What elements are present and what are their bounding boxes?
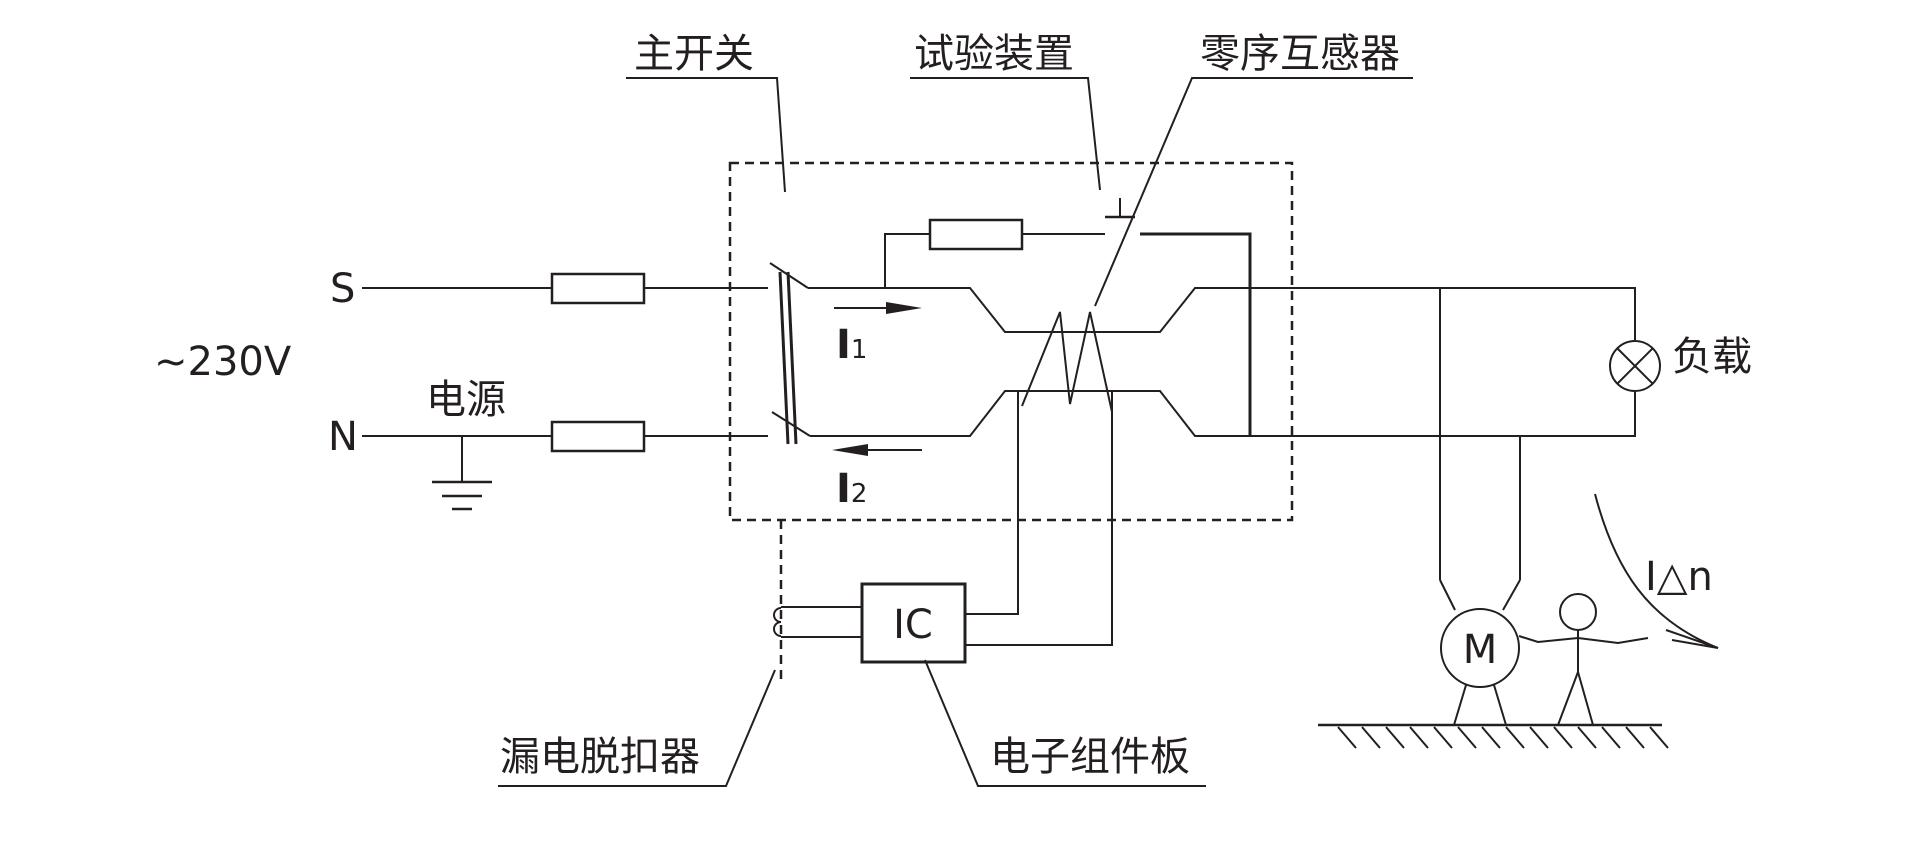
neutral-conductor [810, 390, 1440, 437]
label-voltage: ~230V [154, 339, 292, 385]
rcd-enclosure [728, 161, 1294, 522]
ct-winding [1021, 311, 1113, 413]
leakage-current-arrow [1594, 493, 1719, 649]
fuse-s [550, 272, 646, 305]
label-load: 负载 [1672, 334, 1752, 380]
leader-test-device [910, 77, 1101, 191]
current-arrow-i2 [832, 444, 922, 456]
leader-electronic-board [924, 659, 1206, 787]
leakage-release-coil [773, 520, 862, 682]
test-device-circuit [884, 198, 1252, 436]
neutral-line [362, 420, 768, 453]
ic-lead-bottom [965, 392, 1113, 646]
ground-icon [432, 436, 492, 511]
lamp-icon [1609, 340, 1661, 392]
label-motor: M [1463, 627, 1498, 673]
load-wiring [1439, 287, 1636, 611]
label-leakage-release: 漏电脱扣器 [500, 734, 700, 780]
label-main-switch: 主开关 [634, 31, 754, 77]
label-ic: IC [893, 602, 933, 648]
fuse-n [550, 420, 646, 453]
ic-box [860, 582, 967, 664]
leader-leakage-release [498, 669, 776, 787]
main-switch-contacts [769, 262, 811, 445]
label-test-device: 试验装置 [914, 31, 1074, 77]
label-electronic-board: 电子组件板 [990, 734, 1190, 780]
current-arrow-i1 [834, 302, 922, 314]
label-current-i1: I1 [836, 322, 867, 368]
label-power-source: 电源 [426, 377, 506, 423]
label-leakage-current: I△n [1645, 554, 1713, 600]
label-neutral: N [328, 414, 358, 460]
leader-main-switch [626, 77, 786, 193]
test-resistor [928, 218, 1024, 251]
person-figure [1518, 593, 1649, 726]
phase-line [362, 272, 768, 305]
phase-conductor [808, 287, 1440, 333]
label-zero-seq-ct: 零序互感器 [1200, 31, 1400, 77]
label-current-i2: I2 [836, 466, 867, 512]
earth-ground [1318, 723, 1669, 749]
motor-symbol [1440, 608, 1520, 726]
leader-zero-seq-ct [1094, 77, 1413, 307]
ic-lead-top [965, 392, 1019, 615]
label-phase: S [330, 266, 355, 312]
